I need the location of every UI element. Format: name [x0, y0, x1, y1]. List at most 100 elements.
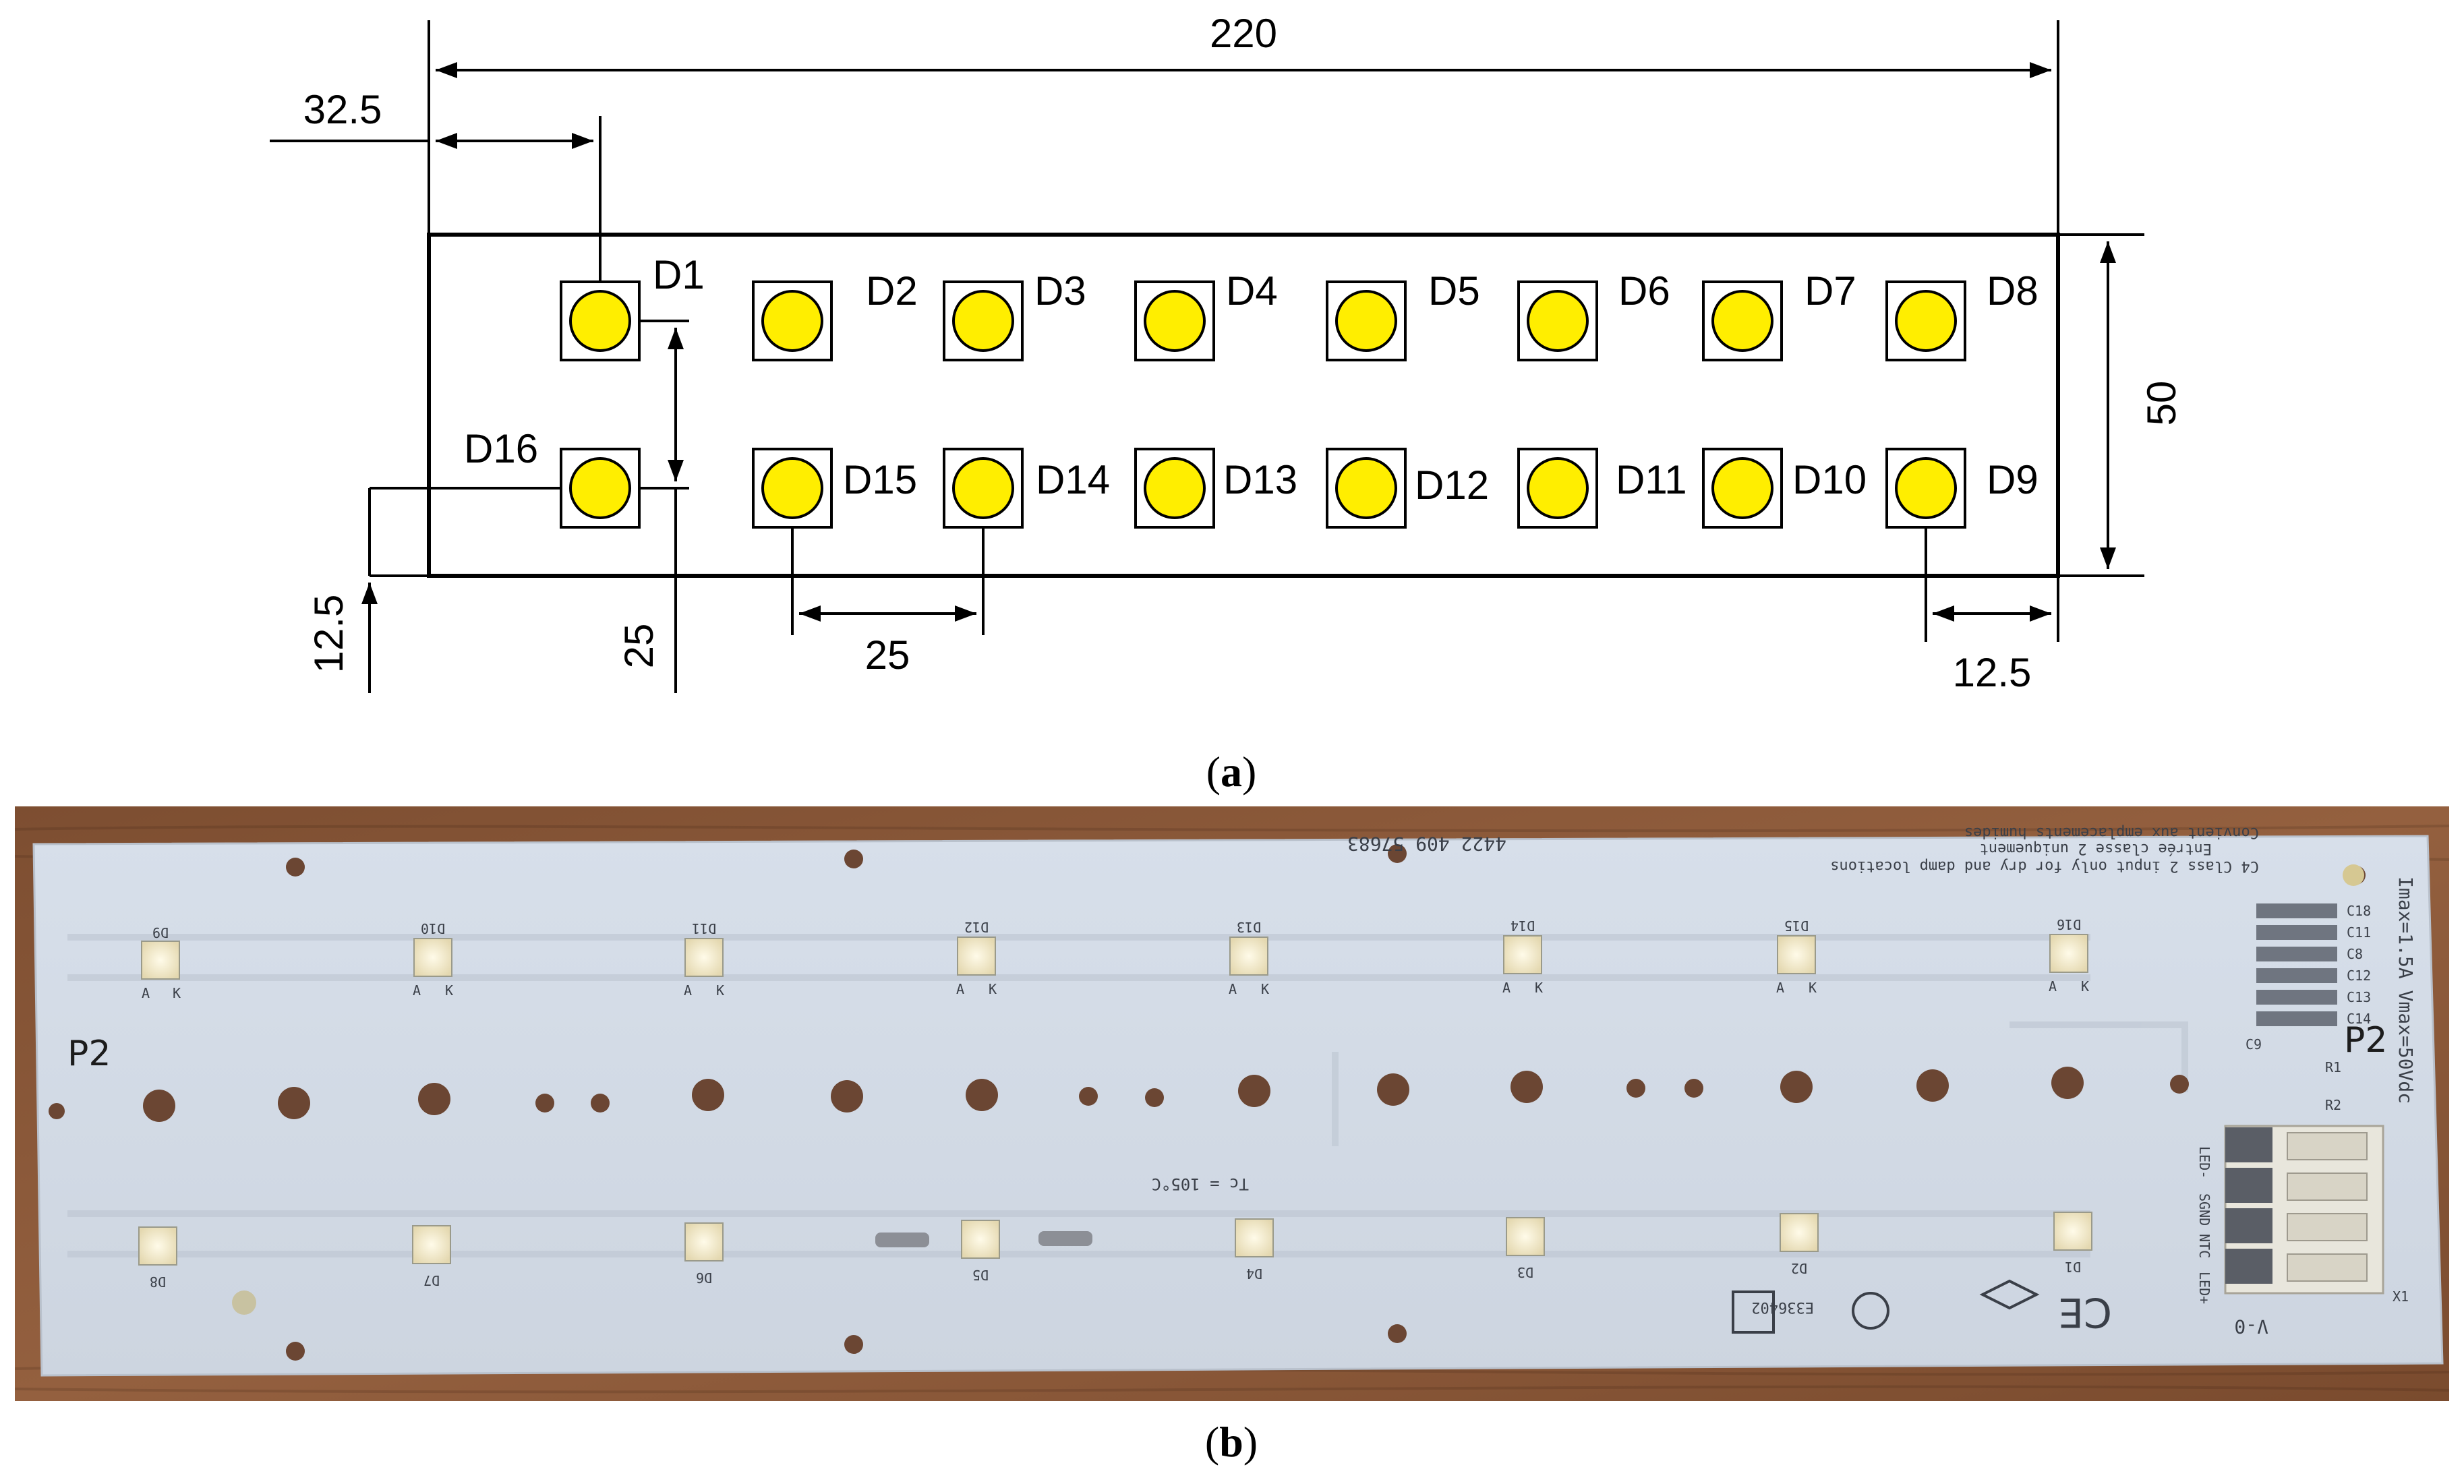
svg-text:R1: R1: [2325, 1059, 2341, 1075]
led-label-d9: D9: [1987, 457, 2038, 502]
svg-text:A: A: [413, 982, 421, 999]
pcb-logos: CE: [1732, 1279, 2112, 1336]
dimension-pitch: 25: [791, 527, 985, 678]
led-label-d5: D5: [1428, 268, 1480, 314]
dimension-bottom-offset: 12.5: [306, 487, 565, 693]
led-label-d13: D13: [1223, 457, 1297, 502]
led-label-d4: D4: [1226, 268, 1278, 314]
pcb-led-d13: D13 A K: [1229, 919, 1269, 997]
pcb-traces: [67, 934, 2188, 1257]
svg-text:D6: D6: [696, 1270, 712, 1286]
led-label-d7: D7: [1805, 268, 1856, 314]
pcb-led-d4: D4: [1235, 1218, 1274, 1282]
svg-text:D4: D4: [1246, 1266, 1262, 1282]
pcb-led-d16: D16 A K: [2049, 916, 2089, 995]
led-label-d14: D14: [1036, 457, 1110, 502]
pcb-led-d10: D10 A K: [413, 920, 453, 999]
svg-text:D9: D9: [152, 924, 169, 941]
svg-text:A: A: [142, 985, 150, 1001]
svg-text:SGND: SGND: [2196, 1193, 2212, 1226]
svg-text:A: A: [956, 981, 964, 997]
mounting-holes: [49, 844, 2366, 1361]
svg-text:D16: D16: [2057, 916, 2081, 932]
pcb-certification: E336402: [1751, 1299, 1814, 1315]
led-label-d10: D10: [1792, 457, 1867, 502]
led-label-d2: D2: [866, 268, 918, 314]
dimension-length-label: 220: [1210, 11, 1277, 56]
svg-text:X1: X1: [2393, 1288, 2409, 1305]
board-outline: [427, 233, 2060, 578]
pcb-led-d7: D7: [412, 1225, 451, 1288]
vde-logo-icon: [1732, 1290, 1775, 1334]
led-d12: D12: [1326, 448, 1489, 529]
panel-b-photo: D9 A K D10 A K D11 A K D12 A K: [14, 806, 2450, 1466]
led-d13: D13: [1134, 448, 1297, 529]
pcb-part-number: 4422 409 57683: [1347, 833, 1506, 855]
panel-b-label: (b): [1205, 1418, 1258, 1466]
svg-text:D12: D12: [964, 919, 989, 935]
led-d3: D3: [943, 268, 1086, 361]
led-label-d1: D1: [653, 252, 705, 297]
dimension-row-spacing-label: 25: [616, 624, 662, 669]
svg-text:K: K: [1535, 980, 1543, 996]
svg-text:C9: C9: [2246, 1036, 2262, 1052]
svg-text:A: A: [1776, 980, 1784, 996]
svg-text:K: K: [173, 985, 181, 1001]
led-label-d11: D11: [1616, 457, 1687, 502]
led-label-d6: D6: [1618, 268, 1670, 314]
dimension-height-label: 50: [2139, 381, 2184, 426]
pcb-temperature: Tc = 105°C: [1152, 1175, 1250, 1193]
dimension-height: 50: [2058, 233, 2184, 577]
svg-text:R2: R2: [2325, 1097, 2341, 1113]
svg-text:D5: D5: [972, 1267, 989, 1283]
led-row-top: D1 D2 D3 D4 D5: [560, 252, 2038, 361]
dimension-right-offset-label: 12.5: [1953, 650, 2032, 695]
pcb-marker-right: P2: [2344, 1020, 2387, 1061]
svg-text:K: K: [1809, 980, 1817, 996]
pcb-led-d8: D8: [138, 1226, 177, 1290]
pcb-led-row-bottom: D8 D7 D6 D5 D4 D3: [138, 1212, 2092, 1290]
led-d15: D15: [752, 448, 917, 529]
led-d6: D6: [1517, 268, 1670, 361]
svg-text:D1: D1: [2065, 1259, 2081, 1275]
svg-text:K: K: [2081, 978, 2089, 995]
svg-text:D13: D13: [1237, 919, 1261, 935]
pcb-led-d5: D5: [875, 1220, 1092, 1283]
pcb-led-d14: D14 A K: [1502, 918, 1543, 996]
led-label-d8: D8: [1987, 268, 2038, 314]
pcb-led-d2: D2: [1780, 1213, 1819, 1276]
led-d11: D11: [1517, 448, 1687, 529]
pcb-led-row-top: D9 A K D10 A K D11 A K D12 A K: [141, 916, 2089, 1001]
led-row-bottom: D16 D15 D14 D13 D12: [464, 426, 2038, 529]
svg-text:D8: D8: [150, 1274, 166, 1290]
led-label-d12: D12: [1415, 463, 1489, 508]
svg-text:D11: D11: [692, 920, 716, 937]
pcb-french-line1: Entrée classe 2 uniquement: [1980, 840, 2212, 857]
dimension-length: 220: [428, 11, 2059, 235]
pcb-board: [32, 835, 2444, 1377]
pcb-french-line2: Convient aux emplacements humides: [1964, 824, 2259, 841]
svg-text:D14: D14: [1510, 918, 1535, 934]
pcb-class-note: C4 Class 2 input only for dry and damp l…: [1830, 858, 2259, 874]
dimension-first-offset: 32.5: [270, 87, 602, 302]
panel-a-label: (a): [1206, 748, 1257, 796]
svg-text:A: A: [1229, 981, 1237, 997]
led-d8: D8: [1885, 268, 2038, 361]
svg-text:A: A: [684, 982, 692, 999]
pcb-flammability: V-0: [2234, 1315, 2268, 1338]
svg-text:C8: C8: [2347, 946, 2363, 962]
svg-text:D3: D3: [1517, 1264, 1533, 1280]
dimension-bottom-offset-label: 12.5: [306, 595, 351, 674]
dimension-row-spacing: 25: [616, 320, 689, 693]
pcb-marker-left: P2: [67, 1034, 111, 1074]
svg-text:NTC: NTC: [2196, 1234, 2212, 1258]
svg-text:D7: D7: [423, 1272, 440, 1288]
enec-logo-icon: [1979, 1279, 2040, 1310]
pcb-led-d1: D1: [2053, 1212, 2092, 1275]
led-d10: D10: [1702, 448, 1867, 529]
svg-text:K: K: [445, 982, 453, 999]
led-d2: D2: [752, 268, 918, 361]
pcb-led-d3: D3: [1506, 1217, 1545, 1280]
svg-text:K: K: [989, 981, 997, 997]
